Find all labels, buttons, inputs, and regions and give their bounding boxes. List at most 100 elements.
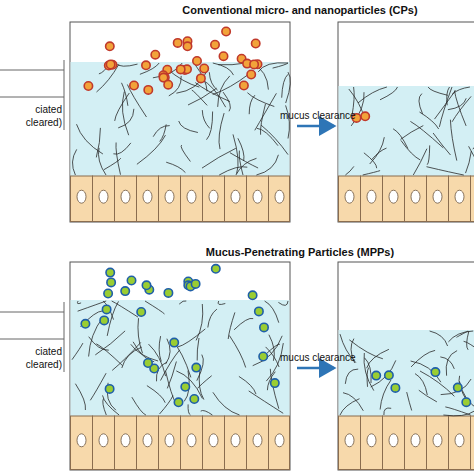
cell-nucleus: [389, 190, 398, 203]
side-legend-text: ciated: [0, 346, 62, 357]
mucin-fiber: [448, 331, 473, 342]
particle: [106, 42, 114, 50]
mucin-fiber: [116, 143, 121, 175]
mucin-fiber: [363, 171, 380, 175]
cell-nucleus: [433, 434, 442, 447]
epithelial-cell: [405, 416, 427, 470]
particle: [81, 320, 89, 328]
particle: [102, 305, 110, 313]
epithelial-cell: [405, 176, 427, 222]
epithelial-cell: [137, 176, 159, 222]
mucin-fiber: [427, 145, 430, 164]
mucin-fiber: [407, 392, 412, 410]
cell-nucleus: [121, 434, 130, 447]
mucin-fibers: [72, 301, 288, 415]
mucin-fiber: [380, 87, 398, 100]
particle: [271, 379, 279, 387]
mucin-fiber: [95, 331, 125, 355]
mucin-fiber: [96, 344, 122, 366]
cell-nucleus: [345, 434, 354, 447]
particle: [255, 307, 263, 315]
particle: [104, 289, 112, 297]
epithelial-cell: [225, 176, 247, 222]
mucin-fiber: [249, 95, 255, 114]
mucin-fiber: [145, 301, 165, 314]
cell-nucleus: [367, 434, 376, 447]
mucin-fiber: [133, 342, 154, 362]
mucin-fiber: [213, 392, 240, 415]
particle: [106, 268, 114, 276]
epithelial-cell: [361, 416, 383, 470]
mucin-fiber: [371, 360, 396, 387]
mucin-fiber: [199, 370, 204, 399]
cell-nucleus: [231, 190, 240, 203]
mucin-fibers: [340, 331, 474, 416]
epithelial-cell: [247, 416, 269, 470]
particle: [197, 74, 205, 82]
particle: [181, 383, 189, 391]
panel: [70, 22, 290, 222]
particle: [127, 276, 135, 284]
mucin-fiber: [77, 301, 81, 304]
particle: [431, 368, 439, 376]
mucin-fiber: [249, 391, 284, 413]
particle: [192, 363, 200, 371]
particle: [144, 86, 152, 94]
particle: [174, 398, 182, 406]
mucin-fiber: [90, 373, 106, 400]
particle: [170, 338, 178, 346]
mucin-fiber: [103, 399, 106, 416]
mucin-fiber: [218, 301, 225, 305]
mucin-fiber: [401, 140, 420, 160]
particle: [100, 316, 108, 324]
mucin-fiber: [201, 411, 213, 415]
mucin-fiber: [343, 393, 363, 411]
mucin-fiber: [188, 404, 190, 415]
mucin-fiber: [188, 88, 217, 105]
particle: [391, 384, 399, 392]
particle: [164, 289, 172, 297]
cell-nucleus: [231, 434, 240, 447]
panel-frame: [70, 22, 290, 222]
mucin-fiber: [393, 129, 408, 149]
epithelial-cell: [93, 176, 115, 222]
mucin-fiber: [131, 344, 158, 361]
side-legend-text: cleared): [0, 117, 62, 128]
epithelial-cell: [115, 176, 137, 222]
cell-nucleus: [275, 434, 284, 447]
process-label: mucus clearance: [280, 110, 350, 121]
mucin-fiber: [401, 126, 424, 140]
particle: [248, 291, 256, 299]
clearance-arrow: [297, 125, 334, 128]
mucin-fiber: [253, 336, 283, 366]
mucin-fiber: [349, 340, 383, 359]
cell-nucleus: [99, 190, 108, 203]
mucin-fibers: [345, 87, 474, 175]
epithelial-cell: [339, 416, 361, 470]
particle: [352, 114, 360, 122]
mucin-fiber: [428, 87, 448, 95]
mucin-fiber: [380, 380, 391, 410]
mucus-layer: [339, 86, 474, 176]
mucin-fiber: [433, 133, 450, 155]
mucin-fiber: [282, 74, 288, 97]
mucin-fiber: [455, 91, 467, 126]
cell-nucleus: [143, 190, 152, 203]
panel: [338, 22, 474, 222]
mucin-fiber: [467, 331, 469, 350]
panel-heading: Mucus-Penetrating Particles (MPPs): [150, 246, 450, 258]
cell-nucleus: [367, 190, 376, 203]
cell-nucleus: [143, 434, 152, 447]
mucin-fiber: [448, 98, 466, 109]
mucin-fiber: [197, 338, 199, 361]
cell-nucleus: [411, 434, 420, 447]
cell-nucleus: [209, 434, 218, 447]
particle: [240, 81, 248, 89]
particle: [252, 39, 260, 47]
epithelial-cell: [449, 176, 471, 222]
cell-nucleus: [187, 190, 196, 203]
mucin-fiber: [179, 301, 186, 304]
cell-nucleus: [165, 434, 174, 447]
mucin-fiber: [358, 87, 387, 103]
